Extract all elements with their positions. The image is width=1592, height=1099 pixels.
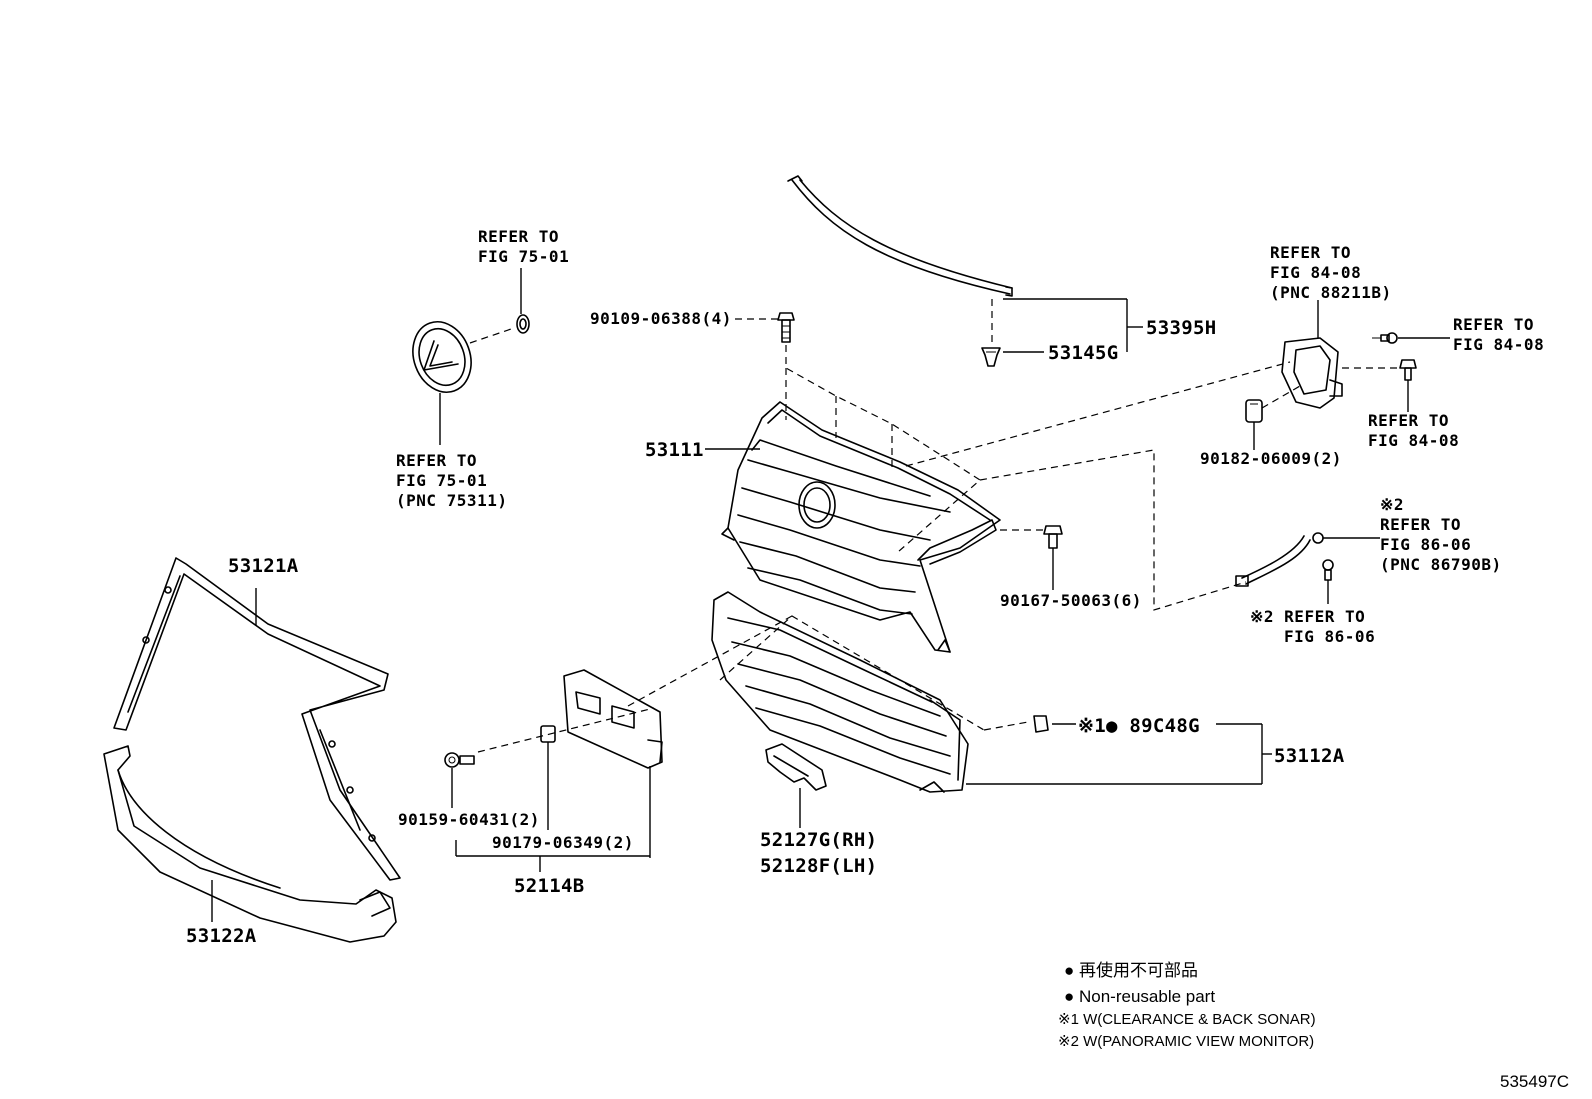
label-53121a: 53121A [228, 555, 299, 577]
camera-wire [1235, 532, 1324, 587]
label-90159: 90159-60431(2) [398, 810, 540, 829]
camera-ref-top-line2: FIG 84-08 [1270, 263, 1361, 282]
upper-grille [721, 401, 1001, 653]
emblem-bottom-ref-line3: (PNC 75311) [396, 491, 507, 510]
label-52128f: 52128F(LH) [760, 855, 877, 877]
screw-90167-icon [1043, 525, 1063, 549]
diagram-id: 535497C [1500, 1072, 1569, 1091]
camera-ref-right-line1: REFER TO [1453, 315, 1534, 334]
camera-ref-top-line3: (PNC 88211B) [1270, 283, 1392, 302]
camera-ref-top-line1: REFER TO [1270, 243, 1351, 262]
upper-molding [787, 175, 1013, 297]
emblem-nut-icon [516, 314, 530, 334]
license-bracket-52114b [563, 669, 663, 769]
label-53395h: 53395H [1146, 317, 1216, 339]
legend-jp-nonreusable: ● 再使用不可部品 [1064, 960, 1198, 980]
lower-grille-53112a [711, 591, 969, 793]
front-camera [1281, 300, 1343, 409]
wire-screw-icon [1322, 559, 1334, 581]
legend-en-nonreusable: ● Non-reusable part [1064, 987, 1215, 1006]
grille-cover [765, 743, 827, 791]
camera-ref-lower-line1: REFER TO [1368, 411, 1449, 430]
camera-ref-right-line2: FIG 84-08 [1453, 335, 1544, 354]
emblem [412, 321, 472, 393]
label-53112a: 53112A [1274, 745, 1345, 767]
bolt-90159-icon [444, 752, 475, 768]
emblem-top-ref-line1: REFER TO [478, 227, 559, 246]
emblem-top-ref-line2: FIG 75-01 [478, 247, 569, 266]
bolt-90109-icon [777, 312, 795, 343]
sensor-clip-89c48g-icon [1033, 715, 1049, 733]
label-89c48g: ※1● 89C48G [1078, 715, 1200, 737]
legend-note2: ※2 W(PANORAMIC VIEW MONITOR) [1058, 1033, 1314, 1050]
side-molding-53121a [113, 557, 401, 881]
label-90182: 90182-06009(2) [1200, 449, 1342, 468]
legend-note1: ※1 W(CLEARANCE & BACK SONAR) [1058, 1011, 1316, 1028]
camera-nut-90182-icon [1245, 399, 1263, 423]
emblem-bottom-ref-line1: REFER TO [396, 451, 477, 470]
wire-ref-bottom-line1: ※2 REFER TO [1250, 607, 1365, 626]
label-53111: 53111 [645, 439, 704, 461]
emblem-bottom-ref-line2: FIG 75-01 [396, 471, 487, 490]
label-52114b: 52114B [514, 875, 584, 897]
label-90167: 90167-50063(6) [1000, 591, 1142, 610]
label-90109: 90109-06388(4) [590, 309, 732, 328]
lower-molding-53122a [103, 745, 397, 943]
label-53122a: 53122A [186, 925, 257, 947]
wire-ref-top-line4: (PNC 86790B) [1380, 555, 1502, 574]
wire-ref-bottom-line2: FIG 86-06 [1284, 627, 1375, 646]
camera-ref-lower-line2: FIG 84-08 [1368, 431, 1459, 450]
camera-screw-lower-icon [1399, 359, 1417, 381]
label-90179: 90179-06349(2) [492, 833, 634, 852]
label-53145g: 53145G [1048, 342, 1118, 364]
clip-53145g-icon [981, 347, 1001, 367]
wire-ref-top-line3: FIG 86-06 [1380, 535, 1471, 554]
camera-screw-right-icon [1372, 332, 1398, 344]
wire-ref-top-line1: ※2 [1380, 495, 1404, 514]
label-52127g: 52127G(RH) [760, 829, 877, 851]
wire-ref-top-line2: REFER TO [1380, 515, 1461, 534]
